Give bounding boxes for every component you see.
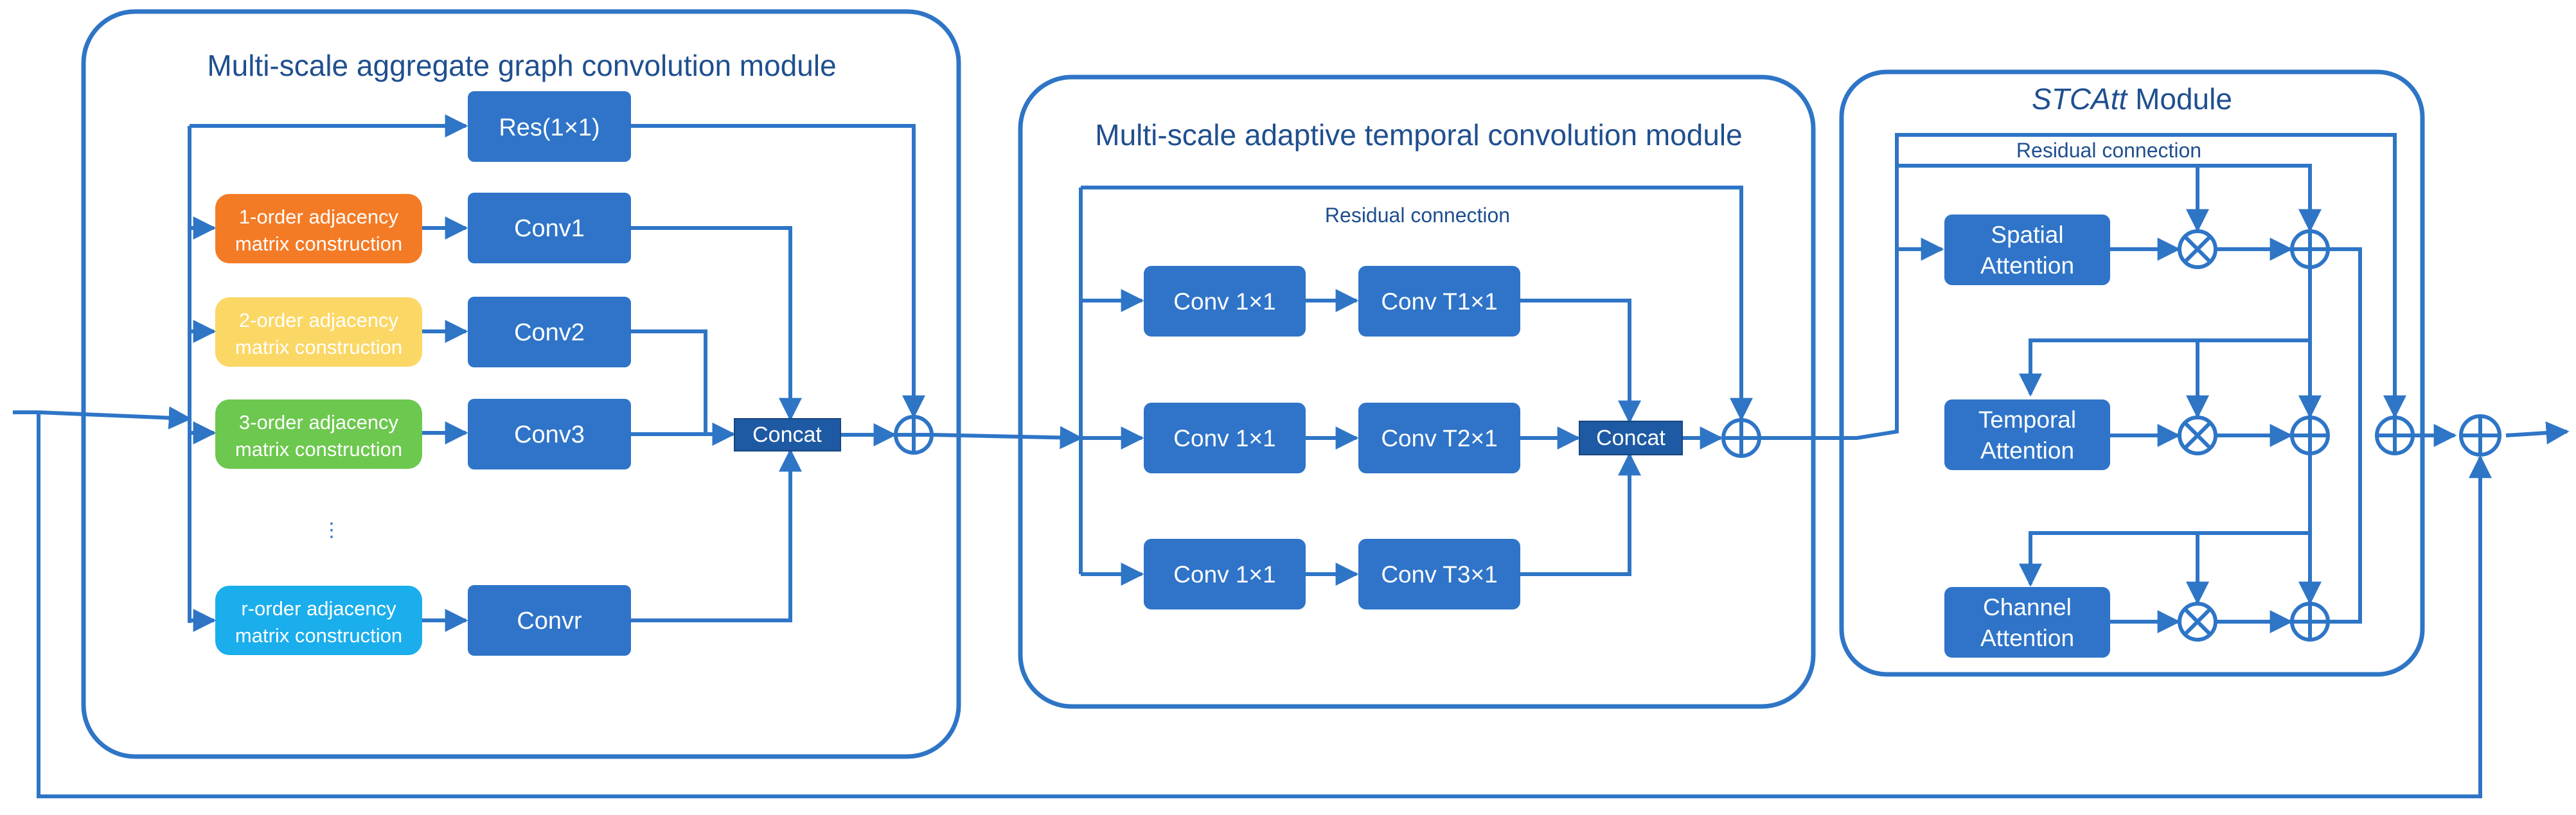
temporal-attention-block: Temporal Attention <box>1944 399 2110 470</box>
graph-concat-label: Concat <box>752 423 822 447</box>
conv-label-1: Conv1 <box>514 215 585 242</box>
temporal-conv-label-3: Conv 1×1 <box>1173 561 1275 588</box>
stcatt-residual-sum-node <box>2375 416 2415 455</box>
temporal-concat-block: Concat <box>1579 421 1683 455</box>
temporal-tconv-label-1: Conv T1×1 <box>1381 288 1497 315</box>
conv-block-2: Conv2 <box>468 297 631 367</box>
temporal-tconv-label-3: Conv T3×1 <box>1381 561 1497 588</box>
temporal-concat-label: Concat <box>1596 426 1666 450</box>
res-block: Res(1×1) <box>468 91 631 162</box>
graph-module-frame <box>81 9 961 759</box>
multiply-node-temporal <box>2178 416 2217 455</box>
channel-attention-label-1: Channel <box>1983 594 2072 620</box>
add-node-channel <box>2290 602 2330 642</box>
multiply-node-channel <box>2178 602 2217 642</box>
spatial-attention-block: Spatial Attention <box>1944 215 2110 285</box>
global-sum-node <box>2459 414 2501 457</box>
temporal-module-title: Multi-scale adaptive temporal convolutio… <box>1095 118 1742 152</box>
graph-concat-block: Concat <box>734 418 841 451</box>
adjacency-label-3b: matrix construction <box>235 438 402 460</box>
conv-label-r: Convr <box>517 608 582 635</box>
temporal-tconv-block-1: Conv T1×1 <box>1358 266 1520 337</box>
stcatt-residual-label: Residual connection <box>2016 139 2201 162</box>
channel-attention-block: Channel Attention <box>1944 587 2110 658</box>
temporal-conv-block-3: Conv 1×1 <box>1144 539 1306 609</box>
adjacency-block-1: 1-order adjacency matrix construction <box>215 194 422 263</box>
temporal-conv-label-1: Conv 1×1 <box>1173 288 1275 315</box>
temporal-attention-label-1: Temporal <box>1978 407 2076 433</box>
multiply-node-spatial <box>2178 229 2217 269</box>
add-node-spatial <box>2290 229 2330 269</box>
channel-attention-label-2: Attention <box>1980 625 2074 651</box>
conv-block-1: Conv1 <box>468 193 631 263</box>
temporal-tconv-label-2: Conv T2×1 <box>1381 425 1497 451</box>
stcatt-title-italic: STCAtt <box>2032 82 2128 116</box>
conv-label-2: Conv2 <box>514 319 585 346</box>
adjacency-label-1a: 1-order adjacency <box>239 206 399 228</box>
adjacency-label-3a: 3-order adjacency <box>239 411 399 434</box>
stcatt-module-frame <box>1839 69 2425 677</box>
adjacency-block-3: 3-order adjacency matrix construction <box>215 399 422 469</box>
adjacency-block-r: r-order adjacency matrix construction <box>215 586 422 655</box>
stcatt-title-rest: Module <box>2127 82 2232 116</box>
add-node-temporal <box>2290 416 2330 455</box>
temporal-conv-block-2: Conv 1×1 <box>1144 403 1306 473</box>
ellipsis-dots: ⋮ <box>322 520 341 541</box>
adjacency-label-2b: matrix construction <box>235 336 402 358</box>
adjacency-label-rb: matrix construction <box>235 624 402 647</box>
conv-label-3: Conv3 <box>514 421 585 448</box>
graph-module-title: Multi-scale aggregate graph convolution … <box>207 49 836 82</box>
temporal-module-frame <box>1018 74 1816 709</box>
res-label: Res(1×1) <box>499 114 600 141</box>
temporal-residual-label: Residual connection <box>1325 204 1510 227</box>
temporal-attention-label-2: Attention <box>1980 437 2074 464</box>
adjacency-label-2a: 2-order adjacency <box>239 309 399 331</box>
connection-lines <box>13 114 2570 798</box>
conv-block-3: Conv3 <box>468 399 631 469</box>
spatial-attention-label-1: Spatial <box>1991 222 2063 248</box>
temporal-sum-node <box>1721 418 1761 458</box>
adjacency-label-ra: r-order adjacency <box>241 597 396 620</box>
adjacency-block-2: 2-order adjacency matrix construction <box>215 297 422 367</box>
temporal-tconv-block-2: Conv T2×1 <box>1358 403 1520 473</box>
spatial-attention-label-2: Attention <box>1980 252 2074 279</box>
adjacency-label-1b: matrix construction <box>235 232 402 255</box>
conv-block-r: Convr <box>468 585 631 656</box>
temporal-conv-label-2: Conv 1×1 <box>1173 425 1275 451</box>
stcatt-module-title: STCAtt Module <box>2032 82 2232 116</box>
graph-sum-node <box>894 415 934 455</box>
temporal-conv-block-1: Conv 1×1 <box>1144 266 1306 337</box>
temporal-tconv-block-3: Conv T3×1 <box>1358 539 1520 609</box>
